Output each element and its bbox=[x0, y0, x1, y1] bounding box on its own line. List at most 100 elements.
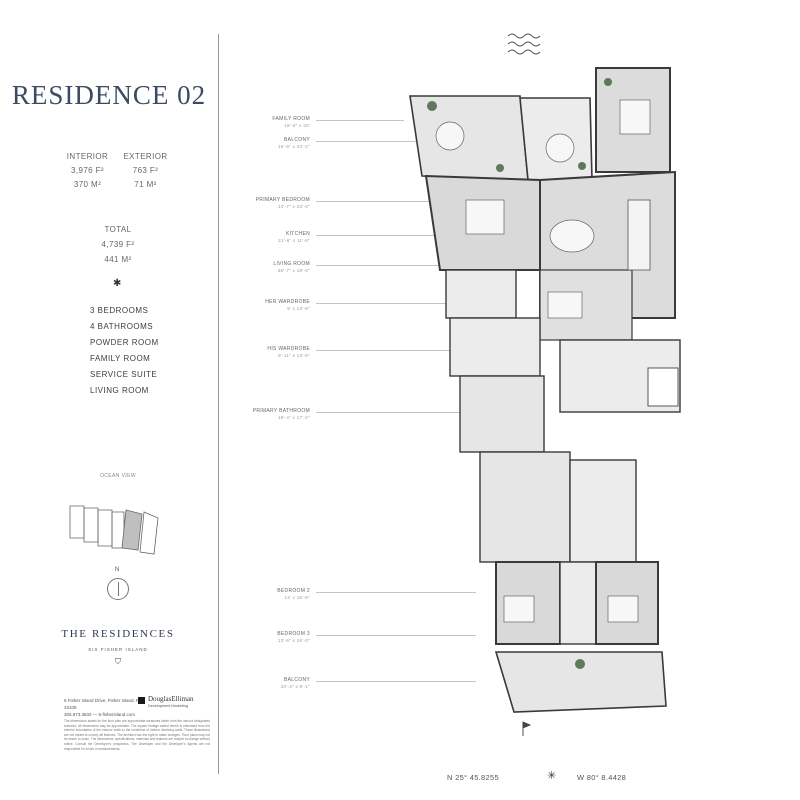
room-name: BEDROOM 3 bbox=[277, 631, 310, 637]
douglas-elliman-logo: DouglasElliman Development Marketing bbox=[148, 695, 208, 708]
feature-item: LIVING ROOM bbox=[90, 386, 149, 395]
room-label: BEDROOM 3 13'-6" x 16'-0" bbox=[240, 631, 310, 643]
room-name: KITCHEN bbox=[285, 231, 310, 237]
leader-line bbox=[316, 201, 466, 202]
room-name: BALCONY bbox=[284, 677, 310, 683]
info-sidebar: RESIDENCE 02 INTERIOR 3,976 F² 370 M² EX… bbox=[0, 0, 218, 800]
service-suite bbox=[569, 459, 637, 563]
brand-name: THE RESIDENCES bbox=[61, 628, 175, 640]
feature-item: 4 BATHROOMS bbox=[90, 322, 154, 331]
room-name: BALCONY bbox=[284, 137, 310, 143]
exterior-sqft: 763 F² bbox=[132, 166, 159, 175]
room-dimension: 30'-7" x 18'-6" bbox=[277, 268, 310, 273]
room-label: BEDROOM 2 13' x 16'-8" bbox=[240, 588, 310, 600]
room-label: LIVING ROOM 30'-7" x 18'-6" bbox=[240, 261, 310, 273]
room-label: HIS WARDROBE 9'-11" x 13'-6" bbox=[240, 346, 310, 358]
her-wardrobe bbox=[445, 269, 517, 319]
total-sqm: 441 M² bbox=[104, 255, 132, 264]
room-dimension: 13' x 16'-8" bbox=[284, 595, 310, 600]
flag-icon bbox=[522, 721, 532, 736]
room-dimension: 15'-4" x 17'-2" bbox=[277, 415, 310, 420]
legal-disclaimer: The dimensions stated for the floor plan… bbox=[64, 719, 210, 751]
residence-title: RESIDENCE 02 bbox=[11, 80, 207, 110]
plant-icons bbox=[427, 78, 612, 669]
leader-line bbox=[316, 350, 476, 351]
compass-icon bbox=[107, 578, 129, 600]
hall-corridor bbox=[479, 451, 571, 563]
shield-icon: ⛉ bbox=[115, 657, 121, 666]
room-label: PRIMARY BEDROOM 14'-7" x 23'-6" bbox=[240, 197, 310, 209]
interior-sqft: 3,976 F² bbox=[71, 166, 104, 175]
room-labels: FAMILY ROOM 18'-6" x 20' BALCONY 15'-6" … bbox=[240, 0, 476, 800]
room-dimension: 9' x 13'-8" bbox=[287, 306, 310, 311]
interior-column: INTERIOR 3,976 F² 370 M² bbox=[60, 150, 115, 192]
primary-bathroom bbox=[459, 375, 545, 453]
pool-tub bbox=[647, 367, 679, 407]
total-area: TOTAL 4,739 F² 441 M² bbox=[0, 222, 236, 267]
ocean-view-label: OCEAN VIEW bbox=[100, 473, 136, 479]
room-label: PRIMARY BATHROOM 15'-4" x 17'-2" bbox=[240, 408, 310, 420]
leader-line bbox=[316, 412, 476, 413]
room-dimension: 14'-7" x 23'-6" bbox=[277, 204, 310, 209]
room-dimension: 18'-6" x 20' bbox=[284, 123, 310, 128]
compass-star-icon: ✳ bbox=[547, 770, 557, 782]
room-name: HIS WARDROBE bbox=[267, 346, 310, 352]
feature-item: SERVICE SUITE bbox=[90, 370, 158, 379]
address-block: 6 Fisher Island Drive, Fisher Island, FL… bbox=[64, 697, 144, 718]
room-label: FAMILY ROOM 18'-6" x 20' bbox=[240, 116, 310, 128]
longitude: W 80° 8.4428 bbox=[577, 773, 627, 782]
leader-line bbox=[316, 681, 476, 682]
exterior-sqm: 71 M² bbox=[134, 180, 157, 189]
feature-item: POWDER ROOM bbox=[90, 338, 159, 347]
room-label: BALCONY 15'-6" x 43'-2" bbox=[240, 137, 310, 149]
logo-line2: Development Marketing bbox=[148, 704, 189, 708]
leader-line bbox=[316, 265, 476, 266]
room-name: HER WARDROBE bbox=[265, 299, 310, 305]
his-wardrobe bbox=[449, 317, 541, 377]
waves-icon bbox=[507, 33, 541, 55]
kitchen-island bbox=[627, 199, 651, 271]
room-label: HER WARDROBE 9' x 13'-8" bbox=[240, 299, 310, 311]
leader-line bbox=[316, 141, 436, 142]
balcony-bottom bbox=[494, 651, 667, 713]
key-plan bbox=[69, 505, 159, 555]
douglas-elliman-mark-icon bbox=[138, 697, 145, 704]
room-dimension: 15'-6" x 43'-2" bbox=[277, 144, 310, 149]
room-name: LIVING ROOM bbox=[273, 261, 310, 267]
star-divider-icon: ✱ bbox=[113, 278, 122, 289]
feature-item: 3 BEDROOMS bbox=[90, 306, 149, 315]
feature-list: 3 BEDROOMS 4 BATHROOMS POWDER ROOM FAMIL… bbox=[90, 303, 159, 399]
bath-between bbox=[559, 561, 597, 645]
leader-line bbox=[316, 635, 476, 636]
room-name: FAMILY ROOM bbox=[272, 116, 310, 122]
leader-line bbox=[316, 303, 476, 304]
room-name: PRIMARY BEDROOM bbox=[255, 197, 310, 203]
exterior-label: EXTERIOR bbox=[123, 152, 168, 161]
room-name: PRIMARY BATHROOM bbox=[252, 408, 310, 414]
room-dimension: 21'-6" x 11'-6" bbox=[278, 238, 310, 243]
address-line: 6 Fisher Island Drive, Fisher Island, FL… bbox=[64, 698, 142, 710]
brand-subtitle: SIX FISHER ISLAND bbox=[88, 647, 148, 652]
leader-line bbox=[316, 120, 404, 121]
room-dimension: 9'-11" x 13'-6" bbox=[278, 353, 310, 358]
exterior-column: EXTERIOR 763 F² 71 M² bbox=[118, 150, 173, 192]
interior-sqm: 370 M² bbox=[73, 180, 102, 189]
room-name: BEDROOM 2 bbox=[277, 588, 310, 594]
total-sqft: 4,739 F² bbox=[101, 240, 135, 249]
floor-plan bbox=[409, 33, 681, 736]
room-label: KITCHEN 21'-6" x 11'-6" bbox=[240, 231, 310, 243]
interior-label: INTERIOR bbox=[66, 152, 109, 161]
total-label: TOTAL bbox=[104, 225, 132, 234]
room-dimension: 13'-6" x 16'-0" bbox=[277, 638, 310, 643]
balcony-top bbox=[409, 95, 529, 181]
feature-item: FAMILY ROOM bbox=[90, 354, 151, 363]
vertical-divider bbox=[218, 34, 219, 774]
logo-line1: DouglasElliman bbox=[148, 695, 194, 703]
leader-line bbox=[316, 592, 476, 593]
room-label: BALCONY 33'-3" x 8'-1" bbox=[240, 677, 310, 689]
latitude: N 25° 45.8255 bbox=[447, 773, 499, 782]
north-label: N bbox=[115, 567, 120, 573]
room-dimension: 33'-3" x 8'-1" bbox=[280, 684, 310, 689]
key-plan-highlight bbox=[121, 509, 143, 551]
phone-web-line: 305.873.3832 — 6-fisherisland.com bbox=[64, 712, 136, 717]
